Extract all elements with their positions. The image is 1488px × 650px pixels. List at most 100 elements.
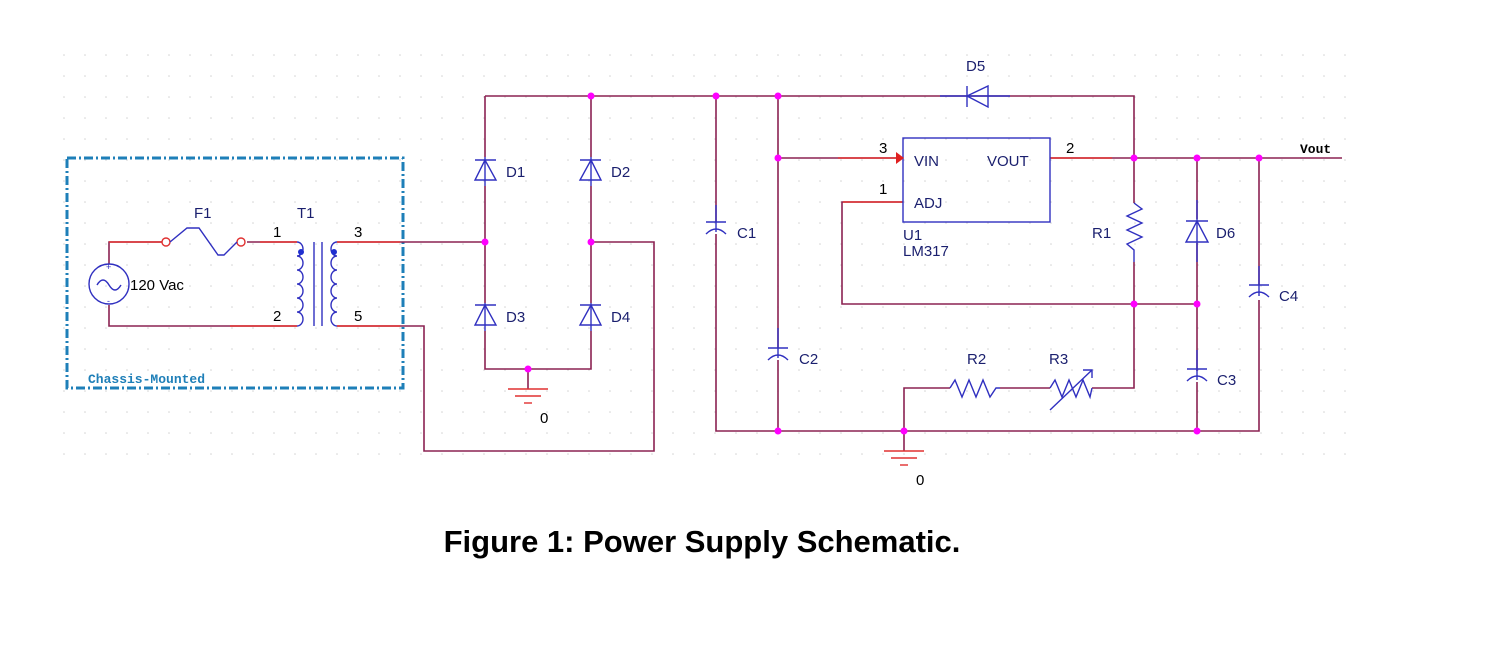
grid-dot	[504, 243, 506, 245]
grid-dot	[1113, 264, 1115, 266]
grid-dot	[252, 453, 254, 455]
grid-dot	[1344, 432, 1346, 434]
grid-dot	[147, 327, 149, 329]
grid-dot	[84, 390, 86, 392]
grid-dot	[1281, 327, 1283, 329]
diode-d4-symbol[interactable]	[578, 303, 603, 331]
grid-dot	[252, 369, 254, 371]
grid-dot	[420, 264, 422, 266]
grid-dot	[252, 243, 254, 245]
u1-ref: U1	[903, 227, 922, 244]
grid-dot	[231, 327, 233, 329]
grid-dot	[504, 327, 506, 329]
grid-dot	[1302, 96, 1304, 98]
capacitor-c2-symbol[interactable]	[767, 328, 789, 361]
grid-dot	[147, 348, 149, 350]
grid-dot	[1071, 432, 1073, 434]
source-value: 120 Vac	[130, 277, 184, 294]
grid-dot	[672, 306, 674, 308]
grid-dot	[693, 285, 695, 287]
grid-dot	[693, 54, 695, 56]
grid-dot	[1113, 432, 1115, 434]
grid-dot	[126, 138, 128, 140]
grid-dot	[672, 75, 674, 77]
grid-dot	[1050, 369, 1052, 371]
grid-dot	[105, 96, 107, 98]
grid-dot	[1281, 285, 1283, 287]
grid-dot	[567, 306, 569, 308]
grid-dot	[840, 180, 842, 182]
grid-dot	[861, 306, 863, 308]
diode-d1-symbol[interactable]	[473, 157, 498, 186]
grid-dot	[966, 159, 968, 161]
transformer-symbol[interactable]	[296, 241, 338, 327]
grid-dot	[525, 180, 527, 182]
diode-d2-symbol[interactable]	[578, 157, 603, 186]
grid-dot	[336, 411, 338, 413]
grid-dot	[924, 285, 926, 287]
grid-dot	[378, 159, 380, 161]
grid-dot	[567, 180, 569, 182]
capacitor-c3-symbol[interactable]	[1186, 350, 1208, 382]
grid-dot	[168, 159, 170, 161]
grid-dot	[1071, 243, 1073, 245]
resistor-r2-symbol[interactable]	[949, 378, 1000, 399]
diode-d6-symbol[interactable]	[1184, 200, 1210, 262]
grid-dot	[294, 180, 296, 182]
grid-dot	[1071, 453, 1073, 455]
grid-dot	[861, 453, 863, 455]
grid-dot	[546, 285, 548, 287]
regulator-u1-body[interactable]	[902, 137, 1051, 223]
junction-dot	[1193, 427, 1201, 435]
grid-dot	[588, 390, 590, 392]
grid-dot	[294, 138, 296, 140]
grid-dot	[903, 369, 905, 371]
grid-dot	[546, 390, 548, 392]
grid-dot	[567, 117, 569, 119]
resistor-r3-symbol[interactable]	[1049, 369, 1093, 411]
grid-dot	[441, 306, 443, 308]
grid-dot	[336, 306, 338, 308]
grid-dot	[1155, 264, 1157, 266]
grid-dot	[1092, 432, 1094, 434]
resistor-r1-symbol[interactable]	[1125, 202, 1144, 262]
grid-dot	[1239, 453, 1241, 455]
grid-dot	[1071, 285, 1073, 287]
grid-dot	[1281, 117, 1283, 119]
diode-d5-symbol[interactable]	[940, 84, 1010, 109]
grid-dot	[546, 138, 548, 140]
grid-dot	[399, 96, 401, 98]
fuse-symbol[interactable]	[161, 227, 246, 256]
grid-dot	[1008, 159, 1010, 161]
grid-dot	[945, 411, 947, 413]
grid-dot	[189, 327, 191, 329]
grid-dot	[1029, 54, 1031, 56]
grid-dot	[1113, 54, 1115, 56]
grid-dot	[231, 432, 233, 434]
grid-dot	[651, 264, 653, 266]
grid-dot	[294, 54, 296, 56]
grid-dot	[651, 285, 653, 287]
grid-dot	[357, 348, 359, 350]
grid-dot	[567, 222, 569, 224]
grid-dot	[63, 75, 65, 77]
grid-dot	[609, 285, 611, 287]
grid-dot	[546, 243, 548, 245]
junction-dot	[900, 427, 908, 435]
ac-source-symbol[interactable]: + -	[88, 262, 130, 306]
grid-dot	[1218, 369, 1220, 371]
grid-dot	[189, 390, 191, 392]
grid-dot	[357, 75, 359, 77]
grid-dot	[357, 264, 359, 266]
grid-dot	[546, 222, 548, 224]
grid-dot	[441, 411, 443, 413]
grid-dot	[210, 369, 212, 371]
grid-dot	[735, 222, 737, 224]
grid-dot	[1071, 369, 1073, 371]
diode-d3-symbol[interactable]	[473, 303, 498, 331]
capacitor-c1-symbol[interactable]	[705, 205, 727, 235]
grid-dot	[1239, 96, 1241, 98]
grid-dot	[126, 369, 128, 371]
capacitor-c4-symbol[interactable]	[1248, 266, 1270, 298]
grid-dot	[357, 138, 359, 140]
